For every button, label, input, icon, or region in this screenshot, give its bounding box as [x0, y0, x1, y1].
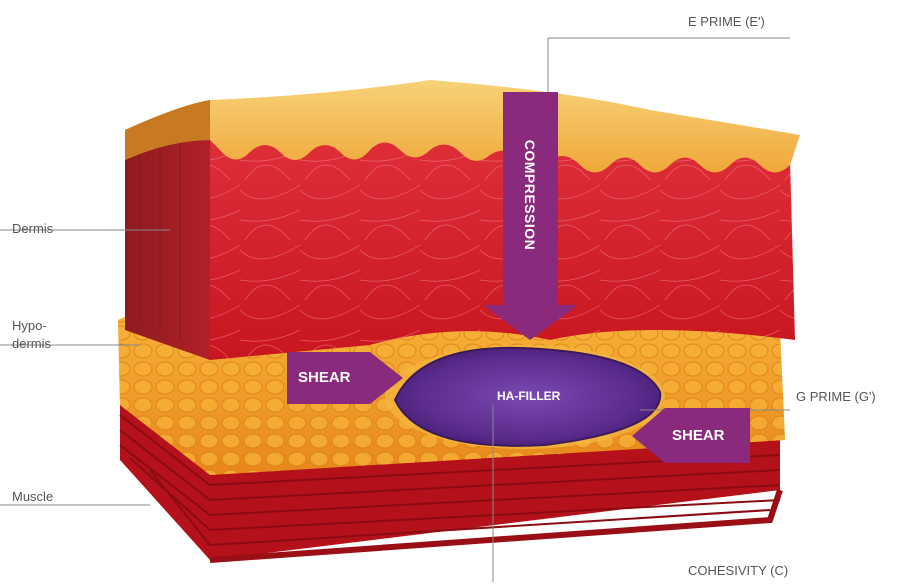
- label-e-prime: E PRIME (E'): [688, 14, 765, 30]
- label-g-prime: G PRIME (G'): [796, 389, 876, 405]
- label-dermis: Dermis: [12, 221, 53, 237]
- ha-filler-label: HA-FILLER: [497, 389, 560, 403]
- compression-label: COMPRESSION: [522, 140, 538, 251]
- label-hypodermis-line1: Hypo-: [12, 318, 47, 334]
- shear-left-label: SHEAR: [298, 369, 351, 386]
- label-hypodermis-line2: dermis: [12, 336, 51, 352]
- label-muscle: Muscle: [12, 489, 53, 505]
- shear-right-label: SHEAR: [672, 427, 725, 444]
- label-cohesivity: COHESIVITY (C): [688, 563, 788, 579]
